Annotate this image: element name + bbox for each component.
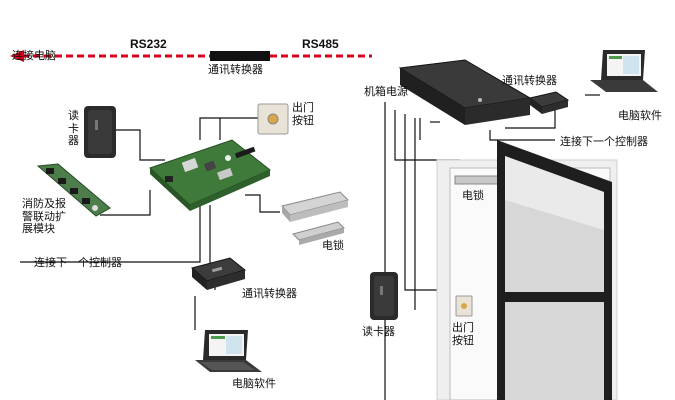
laptop-device-right	[590, 50, 658, 92]
label-lock: 电锁	[322, 239, 344, 252]
label-lock-right: 电锁	[462, 189, 484, 202]
label-top-converter: 通讯转换器	[208, 63, 263, 76]
arrow-left-icon	[10, 50, 24, 62]
power-box-device	[398, 59, 532, 125]
controller-board	[149, 139, 271, 211]
label-connect-pc: 连接电脑	[12, 49, 56, 62]
label-fire-alarm-module: 消防及报警联动扩展模块	[22, 197, 66, 236]
open-door	[497, 140, 612, 400]
label-software-left: 电脑软件	[232, 377, 276, 390]
label-rs485: RS485	[302, 37, 339, 51]
label-card-reader-right: 读卡器	[362, 325, 395, 338]
label-software-right: 电脑软件	[618, 109, 662, 122]
laptop-device-left	[195, 330, 262, 372]
label-next-controller-right: 连接下一个控制器	[560, 135, 648, 148]
label-exit-button-right: 出门按钮	[452, 321, 474, 347]
label-card-reader: 读卡器	[68, 109, 79, 148]
top-converter-bar	[210, 51, 270, 61]
exit-button-device-right	[455, 295, 473, 317]
left-wires	[20, 117, 280, 330]
label-power-box: 机箱电源	[364, 85, 408, 98]
label-converter-right: 通讯转换器	[502, 74, 557, 87]
card-reader-device	[84, 106, 116, 158]
label-exit-button: 出门按钮	[292, 101, 314, 127]
magnetic-lock-device	[281, 191, 349, 245]
converter-device-right	[528, 91, 570, 114]
label-next-controller-left: 连接下一个控制器	[34, 256, 122, 269]
label-converter-left: 通讯转换器	[242, 287, 297, 300]
card-reader-device-right	[370, 272, 398, 320]
top-connection-line	[10, 50, 372, 62]
label-rs232: RS232	[130, 37, 167, 51]
fire-alarm-module	[36, 163, 111, 217]
converter-device-left	[190, 257, 247, 290]
exit-button-device	[257, 103, 289, 135]
